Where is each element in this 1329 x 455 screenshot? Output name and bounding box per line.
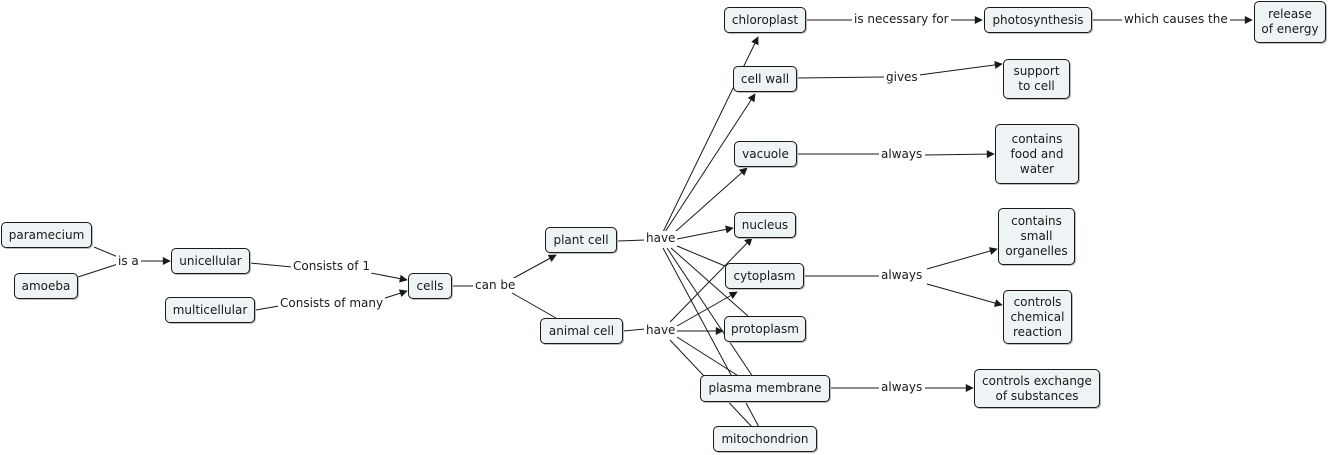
concept-animal-cell[interactable]: animal cell [540,318,623,344]
concept-paramecium[interactable]: paramecium [1,222,92,248]
concept-controls-chemical-reaction[interactable]: controls chemical reaction [1003,290,1072,344]
concept-cytoplasm[interactable]: cytoplasm [725,263,804,289]
concept-contains-small-organelles[interactable]: contains small organelles [998,208,1075,265]
link-consists-of-many: Consists of many [278,296,386,310]
link-always-membrane: always [879,380,925,394]
concept-contains-food-and-water[interactable]: contains food and water [995,124,1079,184]
link-which-causes-the: which causes the [1122,12,1230,26]
concept-cells[interactable]: cells [408,273,452,299]
concept-photosynthesis[interactable]: photosynthesis [984,7,1092,33]
concept-vacuole[interactable]: vacuole [734,141,797,167]
concept-cell-wall[interactable]: cell wall [733,66,797,92]
link-is-necessary-for: is necessary for [852,12,951,26]
concept-amoeba[interactable]: amoeba [14,273,78,299]
concept-protoplasm[interactable]: protoplasm [724,316,806,342]
concept-controls-exchange[interactable]: controls exchange of substances [974,369,1100,408]
link-can-be: can be [473,278,518,292]
concept-unicellular[interactable]: unicellular [171,248,250,274]
link-always-vacuole: always [879,147,925,161]
concept-mitochondrion[interactable]: mitochondrion [713,426,817,452]
concept-nucleus[interactable]: nucleus [734,212,796,238]
link-have-plant: have [644,231,678,245]
concept-chloroplast[interactable]: chloroplast [724,7,806,33]
link-consists-of-1: Consists of 1 [291,259,372,273]
link-always-cytoplasm: always [879,268,925,282]
concept-support-to-cell[interactable]: support to cell [1003,59,1070,99]
link-have-animal: have [644,323,678,337]
concept-multicellular[interactable]: multicellular [165,297,255,323]
link-gives: gives [884,70,920,84]
link-is-a: is a [116,254,141,268]
concept-plant-cell[interactable]: plant cell [545,227,617,253]
concept-release-of-energy[interactable]: release of energy [1254,1,1326,43]
concept-plasma-membrane[interactable]: plasma membrane [700,375,830,402]
